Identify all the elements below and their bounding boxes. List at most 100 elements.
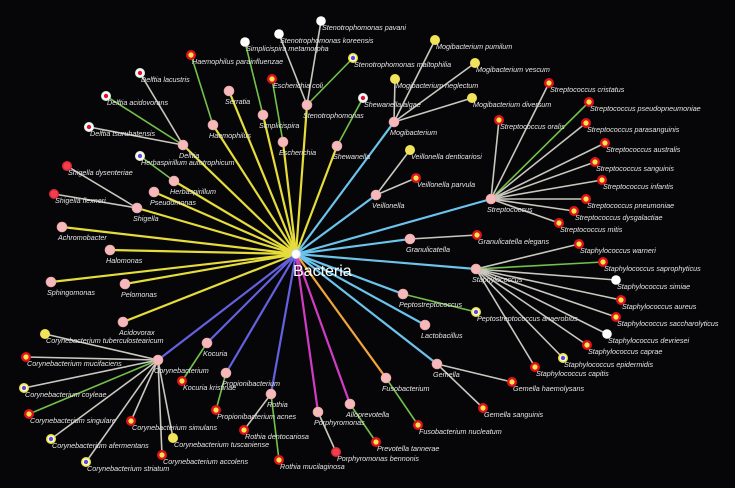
streptococcus-infantis-edge	[490, 179, 603, 200]
corynebacterium-simulans-node[interactable]	[126, 416, 136, 426]
pseudomonas-branch-edge	[153, 190, 297, 256]
escherichia-genus-node[interactable]	[277, 136, 289, 148]
veillonella-parvula-node[interactable]	[411, 173, 421, 183]
rothia-dentocariosa-edge	[243, 393, 272, 431]
gemella-genus-node[interactable]	[431, 358, 443, 370]
delftia-tsuruhatensis-node[interactable]	[84, 122, 94, 132]
porphyromonas-bennonis-node[interactable]	[331, 447, 341, 457]
gemella-sanguinis-label: Gemella sanguinis	[484, 410, 544, 419]
streptococcus-parasanguinis-node[interactable]	[581, 118, 591, 128]
porphyromonas-genus-node[interactable]	[312, 406, 324, 418]
serratia-genus-node[interactable]	[223, 85, 235, 97]
rothia-dentocariosa-node[interactable]	[239, 425, 249, 435]
corynebacterium-genus-node[interactable]	[152, 354, 164, 366]
lactobacillus-genus-node[interactable]	[419, 319, 431, 331]
staphylococcus-capitis-label: Staphylococcus capitis	[536, 369, 609, 378]
mogibacterium-diversum-node[interactable]	[467, 93, 477, 103]
corynebacterium-mucifaciens-node[interactable]	[21, 352, 31, 362]
delftia-genus-node[interactable]	[177, 139, 189, 151]
staphylococcus-capitis-node[interactable]	[530, 362, 540, 372]
rothia-mucilaginosa-node[interactable]	[274, 455, 284, 465]
haemophilus-label: Haemophilus	[209, 131, 251, 140]
staphylococcus-caprae-edge	[475, 268, 588, 346]
sphingomonas-genus-node[interactable]	[45, 276, 57, 288]
pseudomonas-genus-node[interactable]	[148, 186, 160, 198]
streptococcus-infantis-node[interactable]	[597, 175, 607, 185]
mogibacterium-vescum-node[interactable]	[470, 58, 480, 68]
haemophilus-genus-node[interactable]	[207, 119, 219, 131]
granulicatella-genus-node[interactable]	[404, 233, 416, 245]
propionibacterium-acnes-node[interactable]	[211, 405, 221, 415]
staphylococcus-simiae-node[interactable]	[611, 275, 621, 285]
streptococcus-pseudopneumoniae-edge	[490, 101, 590, 200]
veillonella-denticariosi-node[interactable]	[405, 145, 415, 155]
streptococcus-oralis-node[interactable]	[494, 115, 504, 125]
staphylococcus-genus-node[interactable]	[470, 263, 482, 275]
streptococcus-dysgalactiae-node[interactable]	[569, 206, 579, 216]
streptococcus-sanguinis-node[interactable]	[590, 157, 600, 167]
corynebacterium-tuscaniense-node[interactable]	[168, 433, 178, 443]
herbaspirillum-autotrophicum-node[interactable]	[135, 151, 145, 161]
mogibacterium-genus-node[interactable]	[388, 116, 400, 128]
gemella-haemolysans-node[interactable]	[507, 377, 517, 387]
delftia-lacustris-node[interactable]	[135, 68, 145, 78]
halomonas-genus-node[interactable]	[104, 244, 116, 256]
streptococcus-mitis-node[interactable]	[554, 218, 564, 228]
corynebacterium-singulare-node[interactable]	[24, 409, 34, 419]
fusobacterium-genus-node[interactable]	[380, 372, 392, 384]
staphylococcus-devriesei-node[interactable]	[602, 329, 612, 339]
corynebacterium-tuberculostearicum-node[interactable]	[40, 329, 50, 339]
alloprevotella-genus-node[interactable]	[344, 398, 356, 410]
fusobacterium-nucleatum-node[interactable]	[413, 420, 423, 430]
shigella-genus-node[interactable]	[131, 202, 143, 214]
staphylococcus-aureus-node[interactable]	[616, 295, 626, 305]
staphylococcus-saprophyticus-node[interactable]	[598, 257, 608, 267]
granulicatella-elegans-node[interactable]	[472, 230, 482, 240]
simplicispira-genus-node[interactable]	[257, 109, 269, 121]
peptostreptococcus-genus-node[interactable]	[397, 288, 409, 300]
shigella-flexneri-node[interactable]	[49, 189, 59, 199]
corynebacterium-striatum-node[interactable]	[81, 457, 91, 467]
acidovorax-genus-node[interactable]	[117, 316, 129, 328]
pelomonas-genus-node[interactable]	[119, 278, 131, 290]
veillonella-genus-node[interactable]	[370, 189, 382, 201]
achromobacter-genus-node[interactable]	[56, 221, 68, 233]
streptococcus-genus-node[interactable]	[485, 193, 497, 205]
root-node[interactable]	[291, 249, 301, 259]
shewanella-genus-node[interactable]	[331, 140, 343, 152]
stenotrophomonas-genus-node[interactable]	[301, 99, 313, 111]
herbaspirillum-autotrophicum-label: Herbaspirillum autotrophicum	[141, 158, 234, 167]
escherichia-coli-node[interactable]	[267, 74, 277, 84]
shigella-dysenteriae-node[interactable]	[62, 161, 72, 171]
mogibacterium-neglectum-node[interactable]	[390, 74, 400, 84]
rothia-genus-node[interactable]	[265, 388, 277, 400]
mogibacterium-pumilum-edge	[393, 39, 436, 123]
simplicispira-metamorpha-node[interactable]	[240, 37, 250, 47]
gemella-sanguinis-node[interactable]	[478, 403, 488, 413]
shewanella-algae-node[interactable]	[358, 93, 368, 103]
streptococcus-pneumoniae-node[interactable]	[581, 194, 591, 204]
corynebacterium-afermentans-node[interactable]	[46, 434, 56, 444]
staphylococcus-saccharolyticus-node[interactable]	[611, 312, 621, 322]
streptococcus-pseudopneumoniae-node[interactable]	[584, 97, 594, 107]
stenotrophomonas-maltophilia-node[interactable]	[348, 53, 358, 63]
prevotella-tannerae-node[interactable]	[371, 437, 381, 447]
streptococcus-australis-node[interactable]	[600, 138, 610, 148]
mogibacterium-pumilum-node[interactable]	[430, 35, 440, 45]
stenotrophomonas-koreensis-node[interactable]	[274, 29, 284, 39]
streptococcus-cristatus-node[interactable]	[544, 78, 554, 88]
kocuria-genus-node[interactable]	[201, 337, 213, 349]
propionibacterium-genus-node[interactable]	[220, 367, 232, 379]
peptostreptococcus-anaerobius-node[interactable]	[471, 307, 481, 317]
haemophilus-parainfluenzae-node[interactable]	[186, 50, 196, 60]
corynebacterium-striatum-edge	[85, 359, 159, 463]
stenotrophomonas-pavani-node[interactable]	[316, 16, 326, 26]
delftia-acidovorans-node[interactable]	[101, 91, 111, 101]
staphylococcus-epidermidis-node[interactable]	[558, 353, 568, 363]
corynebacterium-coyleae-node[interactable]	[19, 383, 29, 393]
corynebacterium-accolens-node[interactable]	[157, 450, 167, 460]
staphylococcus-caprae-node[interactable]	[582, 340, 592, 350]
herbaspirillum-genus-node[interactable]	[168, 175, 180, 187]
kocuria-kristinae-node[interactable]	[177, 376, 187, 386]
staphylococcus-warneri-node[interactable]	[574, 239, 584, 249]
